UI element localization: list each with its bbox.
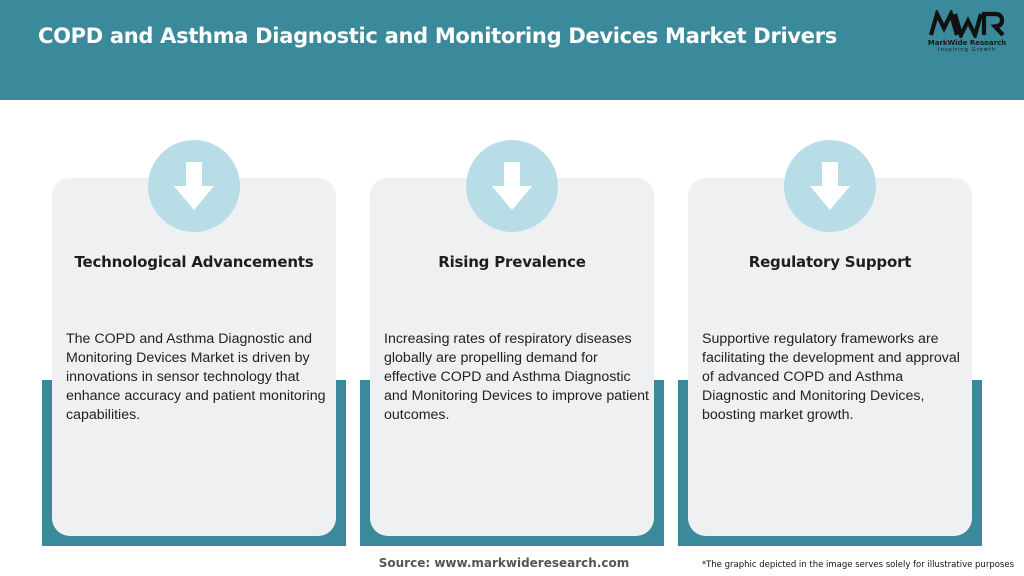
disclaimer-note: *The graphic depicted in the image serve… — [701, 560, 1014, 570]
card-panel — [688, 178, 972, 536]
card-description: Supportive regulatory frameworks are fac… — [702, 331, 960, 423]
driver-card-prevalence: Rising Prevalence Increasing rates of re… — [360, 140, 664, 550]
card-panel — [52, 178, 336, 536]
card-title: Rising Prevalence — [438, 253, 586, 271]
card-description: The COPD and Asthma Diagnostic and Monit… — [66, 331, 326, 423]
logo-tagline: Inspiring Growth — [937, 47, 997, 53]
down-arrow-icon — [148, 140, 240, 232]
card-description: Increasing rates of respiratory diseases… — [384, 331, 649, 423]
down-arrow-icon — [784, 140, 876, 232]
down-arrow-icon — [466, 140, 558, 232]
card-panel — [370, 178, 654, 536]
logo-name: MarkWide Research — [927, 39, 1007, 47]
markwide-logo: MarkWide Research Inspiring Growth — [922, 10, 1012, 60]
driver-card-regulatory: Regulatory Support Supportive regulatory… — [678, 140, 982, 550]
card-title: Technological Advancements — [74, 253, 314, 271]
mwr-logo-icon — [928, 10, 1005, 38]
source-credit: Source: www.markwideresearch.com — [378, 556, 630, 570]
driver-card-technological: Technological Advancements The COPD and … — [42, 140, 346, 550]
card-title: Regulatory Support — [748, 253, 912, 271]
page-title: COPD and Asthma Diagnostic and Monitorin… — [38, 24, 837, 48]
header-banner: COPD and Asthma Diagnostic and Monitorin… — [0, 0, 1024, 100]
